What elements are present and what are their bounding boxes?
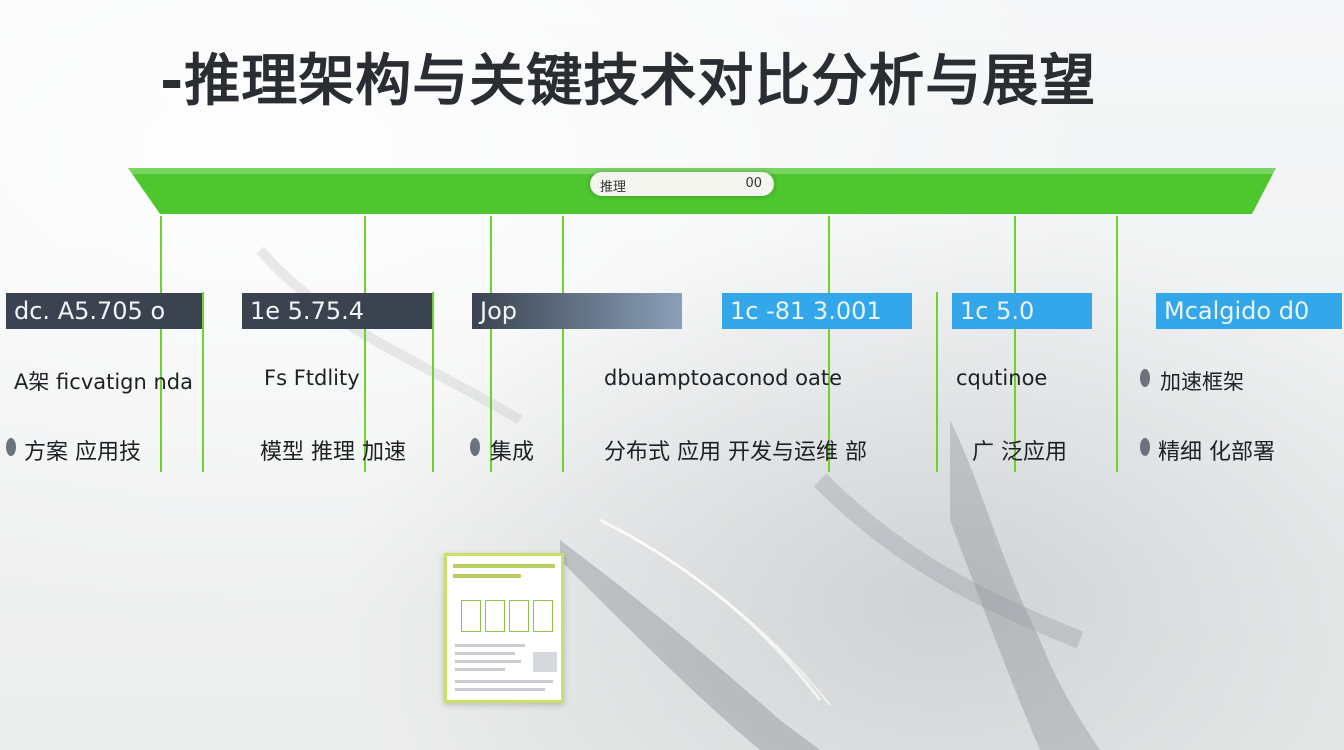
column-label-3: Jop — [472, 293, 682, 329]
bullet-icon — [6, 438, 16, 456]
column-5-title: cqutinoe — [956, 366, 1048, 390]
doc-text-line — [455, 660, 521, 663]
doc-diagram-box — [461, 600, 481, 632]
ribbon-center-badge: 推理 00 — [590, 172, 774, 196]
connector-line — [828, 216, 830, 472]
column-label-2: 1e 5.75.4 — [242, 293, 432, 329]
doc-text-line — [455, 652, 515, 655]
connector-line — [1116, 216, 1118, 472]
column-4-detail: 分布式 应用 开发与运维 部 — [604, 440, 867, 465]
connector-line — [432, 292, 434, 472]
connector-line — [562, 216, 564, 472]
doc-diagram-box — [533, 600, 553, 632]
column-2-detail: 模型 推理 加速 — [260, 440, 406, 465]
ribbon-left-text: 推理 — [600, 180, 627, 195]
connector-line — [364, 216, 366, 472]
connector-line — [936, 292, 938, 472]
page-title: -推理架构与关键技术对比分析与展望 — [160, 49, 1097, 114]
column-label-1: dc. A5.705 o — [6, 293, 202, 329]
column-6-title: 加速框架 — [1160, 370, 1244, 394]
bullet-icon — [470, 438, 480, 456]
doc-text-line — [455, 680, 553, 683]
column-2-title: Fs Ftdlity — [264, 366, 360, 390]
doc-text-line — [455, 668, 505, 671]
bullet-icon — [1140, 369, 1150, 387]
connector-line — [202, 292, 204, 472]
connector-line — [490, 216, 492, 472]
doc-text-line — [455, 644, 525, 647]
document-thumbnail — [444, 553, 564, 703]
column-1-title: A架 ficvatign nda — [14, 370, 194, 394]
doc-image-block — [533, 652, 557, 672]
column-6-detail: 精细 化部署 — [1158, 440, 1275, 465]
ribbon-right-text: 00 — [745, 176, 762, 191]
doc-diagram-box — [485, 600, 505, 632]
column-4-title: dbuamptoaconod oate — [604, 366, 843, 390]
column-label-4: 1c -81 3.001 — [722, 293, 912, 329]
column-3-detail: 集成 — [490, 440, 535, 465]
column-label-5: 1c 5.0 — [952, 293, 1092, 329]
doc-text-line — [455, 688, 545, 691]
doc-header-bar — [453, 574, 521, 578]
connector-line — [1014, 216, 1016, 472]
doc-header-bar — [453, 564, 555, 568]
column-5-detail: 广 泛应用 — [972, 440, 1067, 465]
column-1-detail: 方案 应用技 — [24, 440, 141, 465]
connector-line — [160, 216, 162, 472]
doc-diagram-box — [509, 600, 529, 632]
column-label-6: Mcalgido d0 — [1156, 293, 1342, 329]
bullet-icon — [1140, 438, 1150, 456]
